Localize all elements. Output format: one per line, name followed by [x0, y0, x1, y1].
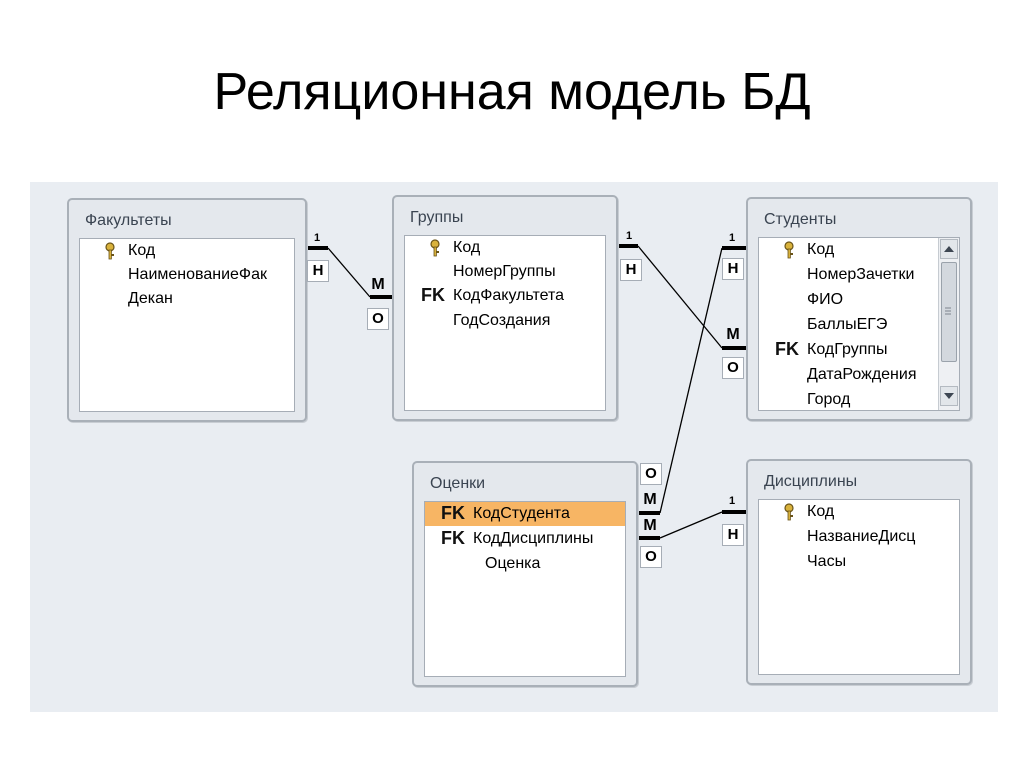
table-students[interactable]: Студенты Код НомерЗачетки ФИО БаллыЕГЭ F…	[746, 197, 972, 421]
field-list: Код НомерГруппы FK КодФакультета ГодСозд…	[404, 235, 606, 411]
scroll-down-icon[interactable]	[940, 386, 958, 406]
field-name: Код	[807, 241, 835, 258]
field-row[interactable]: НомерГруппы	[405, 260, 605, 284]
table-faculties[interactable]: Факультеты Код НаименованиеФак Декан	[67, 198, 307, 422]
cardinality-m: М	[643, 517, 657, 534]
table-disciplines[interactable]: Дисциплины Код НазваниеДисц Часы	[746, 459, 972, 685]
field-row[interactable]: НазваниеДисц	[759, 525, 959, 549]
vertical-scrollbar[interactable]	[938, 238, 959, 410]
fk-marker: FK	[441, 528, 465, 548]
scroll-thumb[interactable]	[941, 262, 957, 362]
field-name: Код	[453, 239, 481, 256]
field-name: НазваниеДисц	[807, 528, 916, 545]
field-name: НаименованиеФак	[128, 266, 267, 283]
table-groups-title: Группы	[410, 209, 464, 226]
cardinality-m: М	[371, 276, 385, 293]
cardinality-one: 1	[729, 232, 736, 244]
field-row[interactable]: ГодСоздания	[405, 309, 605, 333]
field-name: НомерЗачетки	[807, 266, 915, 283]
cardinality-o-box: О	[640, 546, 662, 568]
field-name: БаллыЕГЭ	[807, 316, 888, 333]
field-row[interactable]: ФИО	[759, 288, 959, 312]
cardinality-m: М	[643, 491, 657, 508]
fk-marker: FK	[775, 339, 799, 359]
field-row[interactable]: НомерЗачетки	[759, 263, 959, 287]
field-row[interactable]: Код	[80, 239, 294, 263]
key-icon	[105, 242, 115, 260]
field-name: ГодСоздания	[453, 312, 551, 329]
key-icon	[784, 503, 794, 521]
field-list: Код НазваниеДисц Часы	[758, 499, 960, 675]
field-list: FK КодСтудента FK КодДисциплины Оценка	[424, 501, 626, 677]
field-name: КодФакультета	[453, 287, 565, 304]
table-disciplines-title: Дисциплины	[764, 473, 858, 490]
cardinality-one: 1	[314, 232, 321, 244]
field-row[interactable]: Оценка	[425, 552, 625, 576]
cardinality-n-box: Н	[722, 258, 744, 280]
field-row[interactable]: Код	[759, 500, 959, 524]
field-row[interactable]: FK КодДисциплины	[425, 527, 625, 551]
field-row[interactable]: Декан	[80, 287, 294, 311]
field-name: Код	[807, 503, 835, 520]
cardinality-one: 1	[626, 230, 633, 242]
cardinality-n-box: Н	[307, 260, 329, 282]
page-title: Реляционная модель БД	[213, 63, 811, 121]
field-list: Код НомерЗачетки ФИО БаллыЕГЭ FK КодГруп…	[758, 237, 960, 411]
field-row[interactable]: ДатаРождения	[759, 363, 959, 387]
cardinality-n-box: Н	[722, 524, 744, 546]
cardinality-one: 1	[729, 495, 736, 507]
scroll-up-icon[interactable]	[940, 239, 958, 259]
table-grades[interactable]: Оценки FK КодСтудента FK КодДисциплины О…	[412, 461, 638, 687]
field-name: КодДисциплины	[473, 530, 594, 547]
field-name: Часы	[807, 553, 847, 570]
table-groups[interactable]: Группы Код НомерГруппы FK КодФакультета …	[392, 195, 618, 421]
field-name: ДатаРождения	[807, 366, 917, 383]
key-icon	[784, 241, 794, 259]
key-icon	[430, 239, 440, 257]
field-list: Код НаименованиеФак Декан	[79, 238, 295, 412]
cardinality-o-box: О	[640, 463, 662, 485]
field-row[interactable]: Код	[405, 236, 605, 260]
table-grades-title: Оценки	[430, 475, 486, 492]
cardinality-o-box: О	[722, 357, 744, 379]
cardinality-n-box: Н	[620, 259, 642, 281]
table-students-title: Студенты	[764, 211, 837, 228]
field-row[interactable]: БаллыЕГЭ	[759, 313, 959, 337]
field-row[interactable]: НаименованиеФак	[80, 263, 294, 287]
fk-marker: FK	[441, 503, 465, 523]
cardinality-m: М	[726, 326, 740, 343]
field-name: Город	[807, 391, 851, 408]
field-row[interactable]: Код	[759, 238, 959, 262]
field-row[interactable]: FK КодГруппы	[759, 338, 959, 362]
field-name: ФИО	[807, 291, 844, 308]
field-name: Декан	[128, 290, 173, 307]
field-row[interactable]: Часы	[759, 550, 959, 574]
field-row[interactable]: FK КодФакультета	[405, 284, 605, 308]
field-name: Оценка	[485, 555, 541, 572]
field-name: НомерГруппы	[453, 263, 556, 280]
field-row-selected[interactable]: FK КодСтудента	[425, 502, 625, 526]
field-row[interactable]: Город	[759, 388, 959, 410]
table-faculties-title: Факультеты	[85, 212, 172, 229]
field-name: КодГруппы	[807, 341, 888, 358]
field-name: Код	[128, 242, 156, 259]
fk-marker: FK	[421, 285, 445, 305]
field-name: КодСтудента	[473, 505, 570, 522]
cardinality-o-box: О	[367, 308, 389, 330]
